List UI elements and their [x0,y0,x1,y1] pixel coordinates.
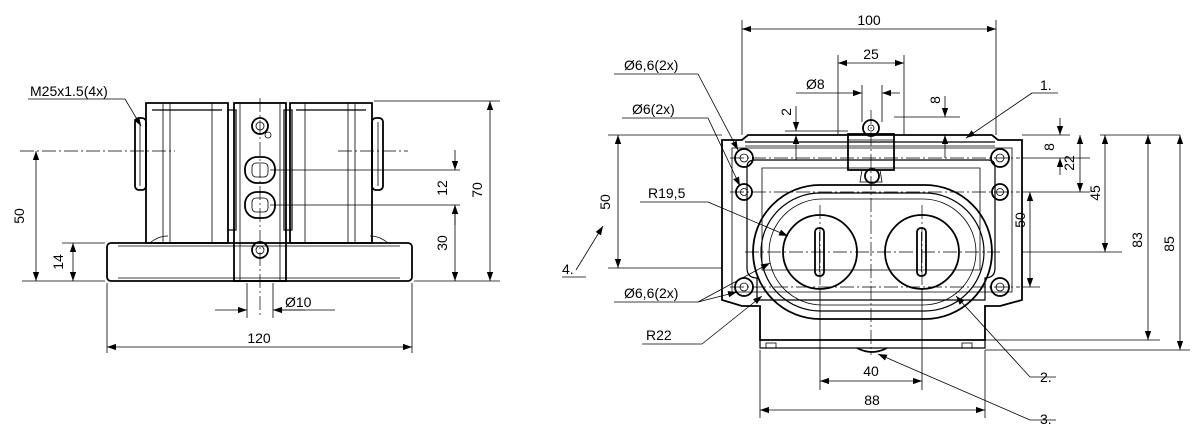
dim-30: 30 [434,235,450,251]
dim-50-left: 50 [597,194,613,210]
callout-4: 4. [562,261,574,277]
dim-100: 100 [857,12,881,28]
top-view: 100 25 Ø8 2 8 Ø6,6(2x) Ø6(2x) Ø6,6(2x) R… [562,12,1190,427]
dim-120: 120 [247,330,271,346]
dim-83: 83 [1129,232,1145,248]
callout-2: 2. [1040,369,1052,385]
dim-14: 14 [50,254,66,270]
dim-2: 2 [778,108,794,116]
hole-label-top: Ø6,6(2x) [624,57,678,73]
dim-50-front: 50 [11,208,27,224]
callout-3: 3. [1040,411,1052,427]
dim-40: 40 [863,363,879,379]
dim-8-right: 8 [1041,143,1057,151]
dim-45: 45 [1087,185,1103,201]
hole-label-bottom: Ø6,6(2x) [624,285,678,301]
mounting-holes [734,148,1010,297]
dim-85: 85 [1161,236,1177,252]
dim-22: 22 [1061,155,1077,171]
dim-50-right: 50 [1012,212,1028,228]
dim-diameter-10: Ø10 [285,294,312,310]
radius-22: R22 [646,327,672,343]
dim-8-top: 8 [927,96,943,104]
thread-label: M25x1.5(4x) [30,83,108,99]
front-view: M25x1.5(4x) 50 14 120 Ø10 12 30 70 [11,83,500,353]
callout-1: 1. [1040,77,1052,93]
radius-19-5: R19,5 [648,185,686,201]
dim-12: 12 [434,180,450,196]
dim-88: 88 [864,392,880,408]
dim-diameter-8: Ø8 [806,76,825,92]
dim-25: 25 [863,46,879,62]
dim-70: 70 [469,182,485,198]
hole-label-mid: Ø6(2x) [632,101,675,117]
